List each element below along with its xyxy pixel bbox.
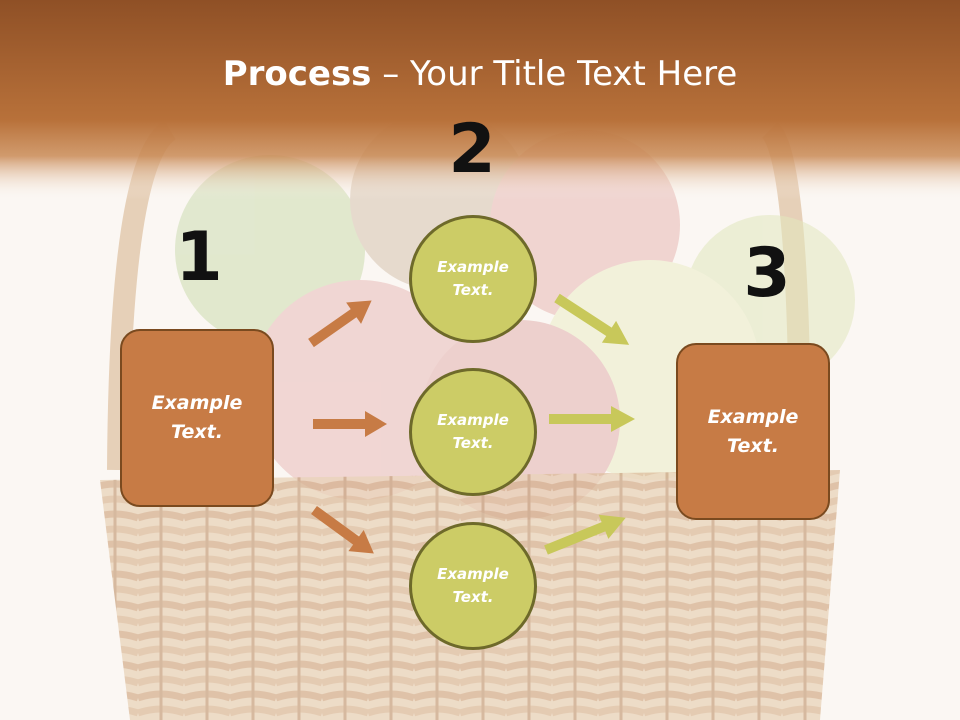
step-number-2: 2 [448, 110, 496, 189]
arrow-left-middle [313, 411, 387, 437]
arrow-left-top [308, 300, 372, 348]
slide-title: Process – Your Title Text Here [0, 52, 960, 96]
title-rest: – Your Title Text Here [371, 54, 738, 94]
step-circle-middle: Example Text. [409, 368, 537, 496]
arrow-right-top [554, 293, 630, 345]
step-number-1: 1 [175, 218, 223, 297]
left-step-box: Example Text. [120, 329, 274, 507]
arrow-right-middle [549, 406, 635, 432]
step-circle-bottom: Example Text. [409, 522, 537, 650]
arrow-right-bottom [544, 514, 626, 555]
step-number-3: 3 [743, 234, 791, 313]
right-step-box: Example Text. [676, 343, 830, 520]
title-bold: Process [222, 54, 372, 94]
step-circle-top: Example Text. [409, 215, 537, 343]
arrow-left-bottom [311, 505, 374, 554]
